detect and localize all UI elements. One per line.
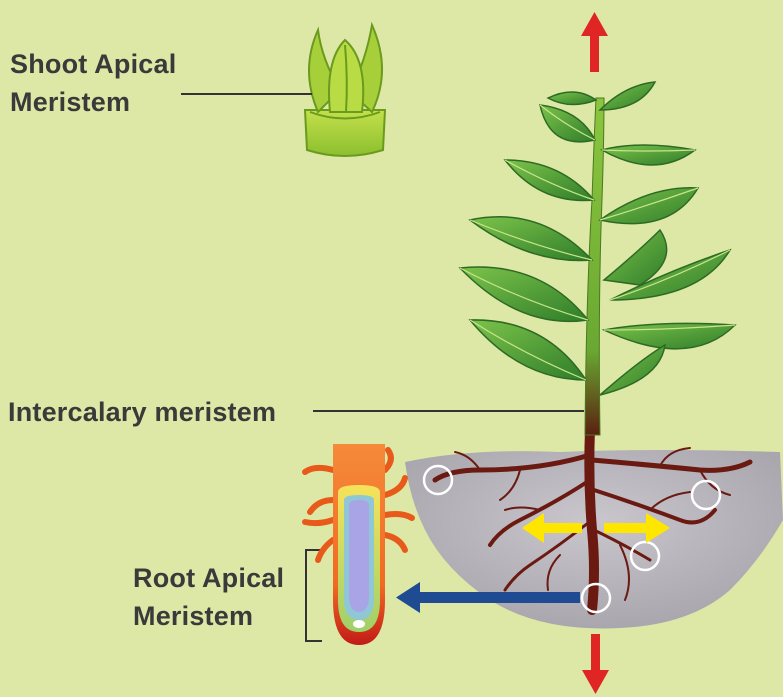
shoot-apical-meristem-label-line1: Shoot Apical	[10, 46, 176, 82]
shoot-apical-meristem-label-line2: Meristem	[10, 84, 130, 120]
plant-stem	[585, 98, 604, 435]
shoot-apex-illustration	[305, 25, 385, 156]
arrow-up-icon	[581, 12, 608, 72]
root-tip-illustration	[305, 444, 412, 645]
root-apical-meristem-label-line1: Root Apical	[133, 560, 284, 596]
intercalary-meristem-label: Intercalary meristem	[8, 394, 276, 430]
root-bracket	[306, 550, 322, 641]
arrow-down-icon	[582, 634, 609, 694]
root-apical-meristem-label-line2: Meristem	[133, 598, 253, 634]
